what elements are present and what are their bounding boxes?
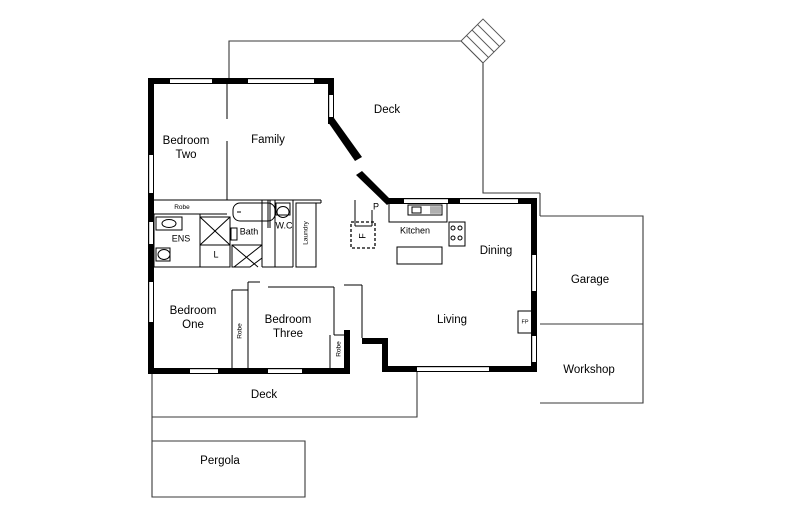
label-linen: L	[213, 249, 218, 259]
label-ens: ENS	[172, 233, 191, 243]
label-wc: W.C	[276, 220, 293, 230]
shower-left-icon	[199, 216, 231, 246]
ens-basin-icon	[155, 216, 183, 231]
exterior-walls	[148, 78, 537, 374]
outdoor-outlines	[151, 40, 644, 498]
fireplace-icon	[517, 310, 533, 334]
label-deck-top: Deck	[374, 104, 400, 116]
label-bath: Bath	[240, 226, 259, 236]
label-laundry: Laundry	[303, 221, 310, 245]
label-dining: Dining	[480, 245, 513, 257]
label-workshop: Workshop	[563, 364, 615, 376]
deck-top-outline-right	[482, 63, 540, 194]
label-bedroom-two-line2: Two	[175, 149, 196, 161]
ens-toilet-icon	[155, 247, 171, 262]
wc-toilet-icon	[275, 202, 291, 218]
deck-top-outline-left	[228, 40, 461, 82]
label-robe-bedroom-three: Robe	[336, 341, 343, 357]
annotation-labels: Robe Robe Robe L P F FP Laundry	[174, 201, 529, 356]
label-bedroom-one-line2: One	[182, 319, 204, 331]
room-labels: Bedroom Two Family Deck ENS Bath W.C Kit…	[163, 104, 615, 467]
label-kitchen: Kitchen	[400, 225, 430, 235]
label-bedroom-three-line2: Three	[273, 328, 303, 340]
linen-cupboard	[199, 244, 231, 268]
label-pantry: P	[373, 201, 379, 211]
label-bedroom-one-line1: Bedroom	[170, 305, 217, 317]
label-fridge: F	[357, 233, 367, 239]
bathtub-icon	[232, 202, 276, 222]
kitchen-sink-icon	[407, 204, 443, 216]
kitchen-cooktop-icon	[448, 221, 466, 247]
kitchen-island-icon	[396, 246, 443, 265]
garage-workshop-outline	[540, 215, 644, 404]
shower-right-icon	[230, 227, 263, 268]
pergola-outline	[151, 440, 306, 498]
kitchen-bench	[388, 204, 448, 223]
interior-walls	[153, 84, 363, 368]
label-robe-bedroom-two: Robe	[174, 204, 190, 211]
label-family: Family	[251, 134, 285, 146]
fridge-icon	[350, 221, 376, 249]
stairs-icon	[460, 18, 506, 64]
label-living: Living	[437, 314, 467, 326]
label-deck-bottom: Deck	[251, 389, 277, 401]
deck-bottom-outline	[152, 372, 418, 418]
label-robe-bedroom-one: Robe	[237, 323, 244, 339]
plumbing-fixtures	[155, 202, 291, 268]
label-pergola: Pergola	[200, 455, 240, 467]
kitchen-fixtures	[350, 200, 466, 265]
label-fireplace: FP	[521, 319, 528, 325]
label-garage: Garage	[571, 274, 609, 286]
label-bedroom-two-line1: Bedroom	[163, 135, 210, 147]
label-bedroom-three-line1: Bedroom	[265, 314, 312, 326]
